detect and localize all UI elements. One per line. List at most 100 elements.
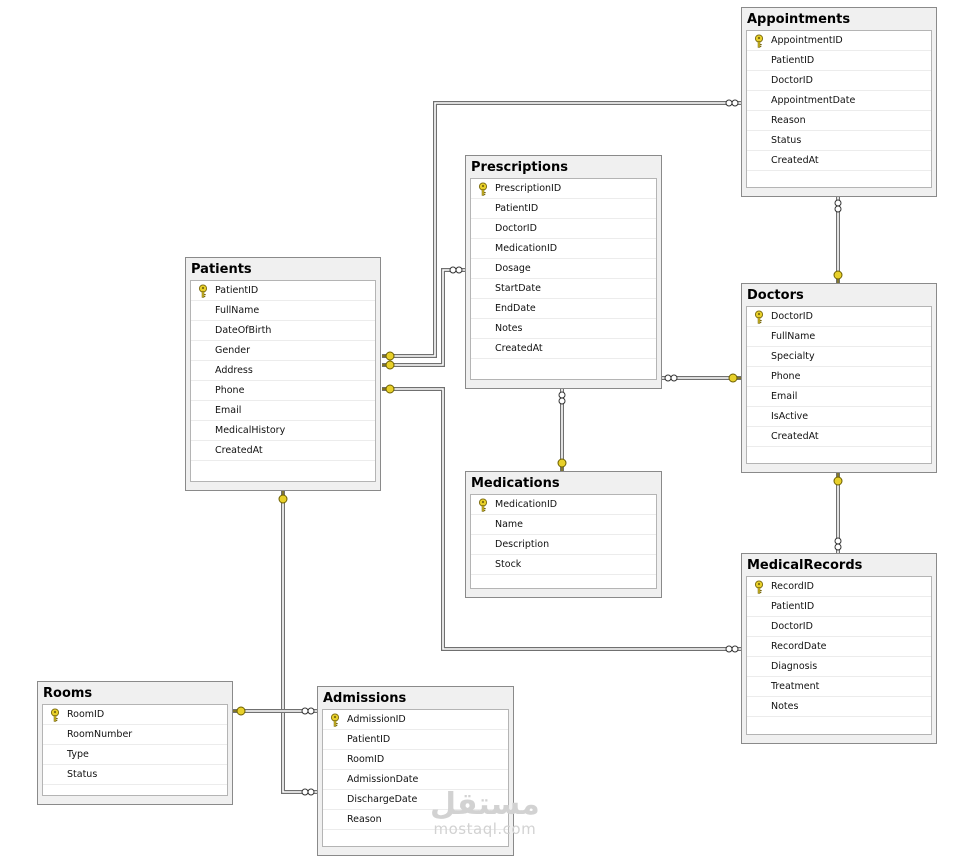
column-row[interactable]: PatientID (471, 199, 656, 219)
column-name: Specialty (771, 350, 815, 362)
column-name: PrescriptionID (495, 182, 562, 194)
column-name: Description (495, 538, 550, 550)
column-row[interactable]: MedicationID (471, 239, 656, 259)
column-row[interactable]: RecordDate (747, 637, 931, 657)
relationship-patients-prescriptions[interactable] (382, 266, 465, 370)
column-row[interactable]: Notes (747, 697, 931, 717)
column-row[interactable]: Reason (747, 111, 931, 131)
column-row[interactable]: DoctorID (471, 219, 656, 239)
column-row[interactable]: AppointmentID (747, 31, 931, 51)
column-row[interactable]: PatientID (191, 281, 375, 301)
column-row[interactable]: Name (471, 515, 656, 535)
table-title[interactable]: Admissions (318, 687, 513, 709)
row-selector (471, 515, 495, 535)
column-row[interactable]: DoctorID (747, 617, 931, 637)
column-row[interactable]: Specialty (747, 347, 931, 367)
relationship-medications-prescriptions[interactable] (557, 389, 567, 471)
row-selector (747, 151, 771, 171)
column-row[interactable]: MedicalHistory (191, 421, 375, 441)
column-row[interactable]: Description (471, 535, 656, 555)
column-name: DoctorID (771, 74, 813, 86)
column-row[interactable]: PatientID (747, 597, 931, 617)
table-title[interactable]: Rooms (38, 682, 232, 704)
table-title[interactable]: Medications (466, 472, 661, 494)
column-row[interactable]: RoomID (43, 705, 227, 725)
column-row[interactable]: DoctorID (747, 307, 931, 327)
row-selector (471, 339, 495, 359)
watermark-arabic: مستقل (430, 787, 540, 822)
column-row[interactable]: Dosage (471, 259, 656, 279)
relationship-patients-appointments[interactable] (382, 99, 741, 361)
row-selector (191, 321, 215, 341)
column-name: Treatment (771, 680, 820, 692)
column-name: StartDate (495, 282, 541, 294)
column-row[interactable]: Reason (323, 810, 508, 830)
column-name: PatientID (215, 284, 259, 296)
column-name: FullName (215, 304, 260, 316)
relationship-rooms-admissions[interactable] (233, 706, 317, 716)
column-row[interactable]: Diagnosis (747, 657, 931, 677)
column-row[interactable]: Phone (191, 381, 375, 401)
row-selector (471, 299, 495, 319)
table-title[interactable]: Patients (186, 258, 380, 280)
column-row[interactable]: DischargeDate (323, 790, 508, 810)
relationship-doctors-appointments[interactable] (833, 197, 843, 283)
column-row[interactable]: Email (191, 401, 375, 421)
column-row[interactable]: CreatedAt (191, 441, 375, 461)
column-row[interactable]: Status (747, 131, 931, 151)
column-row[interactable]: Stock (471, 555, 656, 575)
column-row[interactable]: Type (43, 745, 227, 765)
column-row[interactable]: FullName (747, 327, 931, 347)
relationship-doctors-prescriptions[interactable] (662, 373, 741, 383)
column-row[interactable]: RoomID (323, 750, 508, 770)
column-row[interactable]: CreatedAt (747, 151, 931, 171)
column-row[interactable]: PatientID (747, 51, 931, 71)
column-row[interactable]: Status (43, 765, 227, 785)
column-row[interactable]: RoomNumber (43, 725, 227, 745)
column-row[interactable]: AppointmentDate (747, 91, 931, 111)
column-row[interactable]: Address (191, 361, 375, 381)
table-title[interactable]: MedicalRecords (742, 554, 936, 576)
column-name: Dosage (495, 262, 531, 274)
column-row[interactable]: RecordID (747, 577, 931, 597)
column-row[interactable]: CreatedAt (471, 339, 656, 359)
column-row[interactable]: IsActive (747, 407, 931, 427)
table-title[interactable]: Prescriptions (466, 156, 661, 178)
column-name: CreatedAt (771, 430, 819, 442)
many-end-icon (558, 391, 566, 399)
column-row[interactable]: Phone (747, 367, 931, 387)
relationship-doctors-medicalrecords[interactable] (833, 473, 843, 553)
column-row[interactable]: Treatment (747, 677, 931, 697)
relationship-patients-medicalrecords[interactable] (382, 384, 741, 653)
row-selector (323, 750, 347, 770)
column-row[interactable]: MedicationID (471, 495, 656, 515)
column-row[interactable]: PatientID (323, 730, 508, 750)
column-row[interactable]: Notes (471, 319, 656, 339)
column-row[interactable]: DateOfBirth (191, 321, 375, 341)
column-row[interactable]: EndDate (471, 299, 656, 319)
relationship-patients-admissions[interactable] (278, 491, 317, 796)
column-name: DoctorID (771, 310, 813, 322)
column-row[interactable]: Gender (191, 341, 375, 361)
table-title[interactable]: Appointments (742, 8, 936, 30)
column-row[interactable]: CreatedAt (747, 427, 931, 447)
column-row[interactable]: StartDate (471, 279, 656, 299)
column-row[interactable]: PrescriptionID (471, 179, 656, 199)
table-title[interactable]: Doctors (742, 284, 936, 306)
column-row[interactable]: Email (747, 387, 931, 407)
column-row[interactable]: DoctorID (747, 71, 931, 91)
column-name: AppointmentID (771, 34, 843, 46)
column-row[interactable]: FullName (191, 301, 375, 321)
key-icon (43, 705, 67, 725)
column-row[interactable]: AdmissionDate (323, 770, 508, 790)
column-row[interactable]: AdmissionID (323, 710, 508, 730)
